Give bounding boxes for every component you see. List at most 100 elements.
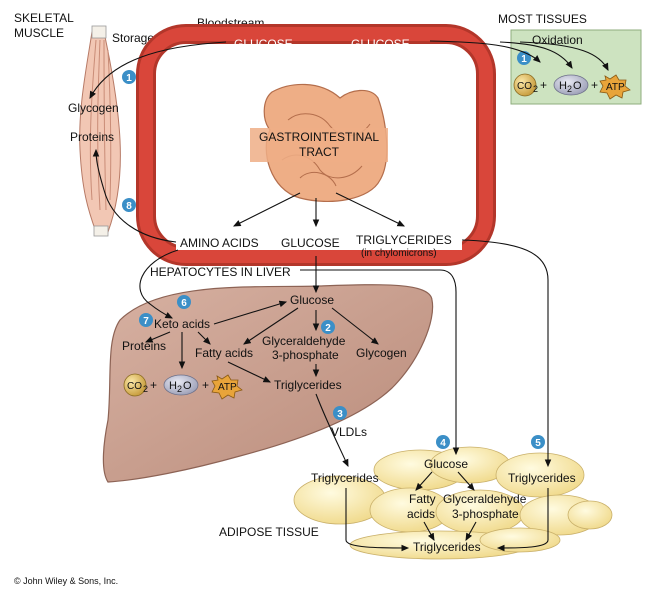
copyright-notice: © John Wiley & Sons, Inc. (14, 576, 118, 586)
liver-proteins-label: Proteins (122, 339, 166, 353)
liver-illustration (102, 284, 434, 483)
step-number: 7 (143, 316, 149, 327)
step-number: 6 (181, 298, 187, 309)
vldls-label: VLDLs (331, 425, 367, 439)
step-badge-7 (139, 313, 153, 327)
plus-sign: + (591, 78, 598, 92)
muscle-proteins-label: Proteins (70, 130, 114, 144)
arrow-fatty-trig-adipose (423, 521, 435, 541)
skeletal-muscle-label-2: MUSCLE (14, 26, 64, 40)
glucose-top-right: GLUCOSE (351, 37, 410, 51)
arrow-adipose-glucose-fatty (415, 471, 433, 491)
amino-acids-label: AMINO ACIDS (180, 236, 259, 250)
arrow-glucose-glycogen (89, 41, 227, 99)
adipose-tissue-illustration (293, 446, 613, 560)
liver-triglycerides-label: Triglycerides (274, 378, 342, 392)
h2o-molecule-icon (553, 74, 589, 96)
keto-acids-label: Keto acids (154, 317, 210, 331)
step-badge-5 (531, 435, 545, 449)
step-number: 5 (535, 438, 541, 449)
bottom-label-plate (176, 234, 462, 250)
liver-atp-icon (211, 374, 243, 400)
h2o-text-o: O (573, 80, 582, 92)
step-number: 1 (126, 73, 132, 84)
liver-glycogen-label: Glycogen (356, 346, 407, 360)
h2o-subscript: 2 (567, 84, 572, 94)
adipose-glyc-label-1: Glyceraldehyde (443, 492, 527, 506)
step-number: 3 (337, 409, 343, 420)
storage-label: Storage (112, 31, 154, 45)
liver-fatty-acids-label: Fatty acids (195, 346, 253, 360)
liver-h2o-o: O (183, 380, 192, 392)
step-badge-6 (177, 295, 191, 309)
step-number: 2 (325, 323, 331, 334)
gi-tract-label-2: TRACT (299, 145, 340, 159)
adipose-fatty-label-2: acids (407, 507, 435, 521)
plus-sign: + (540, 78, 547, 92)
arrow-fatty-trig (227, 361, 271, 383)
adipose-fatty-label-1: Fatty (409, 492, 436, 506)
adipose-glyc-label-2: 3-phosphate (452, 507, 519, 521)
adipose-trig-left-label: Triglycerides (311, 471, 379, 485)
plus-sign: + (202, 378, 209, 392)
adipose-tissue-label: ADIPOSE TISSUE (219, 525, 319, 539)
glucose-bottom-label: GLUCOSE (281, 236, 340, 250)
step-number: 4 (440, 438, 446, 449)
gi-label-plate (250, 128, 388, 162)
adipose-trig-right-label: Triglycerides (508, 471, 576, 485)
step-badge-4-adipose (436, 435, 450, 449)
liver-co2-subscript: 2 (143, 384, 148, 394)
step-number: 8 (126, 201, 132, 212)
glucose-top-left: GLUCOSE (234, 37, 293, 51)
liver-glucose-label: Glucose (290, 293, 334, 307)
arrow-amino-proteins-muscle (92, 148, 177, 243)
arrow-keto-proteins (144, 331, 171, 343)
liver-h2o-h: H (169, 380, 177, 392)
muscle-illustration (79, 25, 121, 237)
arrow-trig-right-bottom (496, 488, 549, 552)
gi-tract-label-1: GASTROINTESTINAL (259, 130, 379, 144)
liver-atp-text: ATP (218, 382, 237, 393)
h2o-text-h: H (559, 80, 567, 92)
step-badge-3 (333, 406, 347, 420)
hepatocytes-label: HEPATOCYTES IN LIVER (150, 265, 291, 279)
arrow-keto-fatty (197, 331, 211, 345)
arrow-to-h2o (499, 41, 573, 69)
liver-h2o-icon (163, 374, 199, 396)
plus-sign: + (150, 378, 157, 392)
arrow-keto-glucose (213, 300, 288, 325)
co2-subscript: 2 (533, 84, 538, 94)
adipose-glucose-label: Glucose (424, 457, 468, 471)
most-tissues-label: MOST TISSUES (498, 12, 587, 26)
arrow-trig-adipose-right (461, 239, 552, 468)
arrow-amino-keto (139, 249, 179, 319)
co2-molecule-icon (513, 73, 537, 97)
arrow-trig-vldl (315, 393, 349, 467)
arrow-gi-trig (335, 192, 405, 227)
arrow-gi-amino (233, 192, 301, 227)
liver-glyceraldehyde-label-1: Glyceraldehyde (262, 334, 346, 348)
arrow-glucose-adipose (300, 269, 460, 456)
muscle-glycogen-label: Glycogen (68, 101, 119, 115)
arrow-glyc-trig-adipose (465, 521, 477, 541)
arrow-glucose-glycogen-liver (331, 307, 379, 345)
skeletal-muscle-label-1: SKELETAL (14, 11, 74, 25)
arrow-trig-left-bottom (345, 488, 410, 552)
arrow-adipose-glucose-glyc (457, 471, 475, 491)
arrow-glucose-oxidation (429, 40, 541, 63)
arrow-glucose-fatty (243, 307, 299, 345)
step-number: 1 (521, 54, 527, 65)
arrow-to-atp (519, 41, 609, 71)
co2-text: CO (517, 81, 532, 92)
atp-text: ATP (606, 82, 625, 93)
step-badge-8 (122, 198, 136, 212)
liver-glyceraldehyde-label-2: 3-phosphate (272, 348, 339, 362)
atp-burst-icon (599, 74, 631, 100)
liver-co2-icon (123, 373, 147, 397)
liver-h2o-subscript: 2 (177, 384, 182, 394)
triglycerides-bottom-label: TRIGLYCERIDES (356, 233, 452, 247)
step-badge-4-muscle (122, 70, 136, 84)
step-badge-2 (321, 320, 335, 334)
adipose-trig-bottom-label: Triglycerides (413, 540, 481, 554)
